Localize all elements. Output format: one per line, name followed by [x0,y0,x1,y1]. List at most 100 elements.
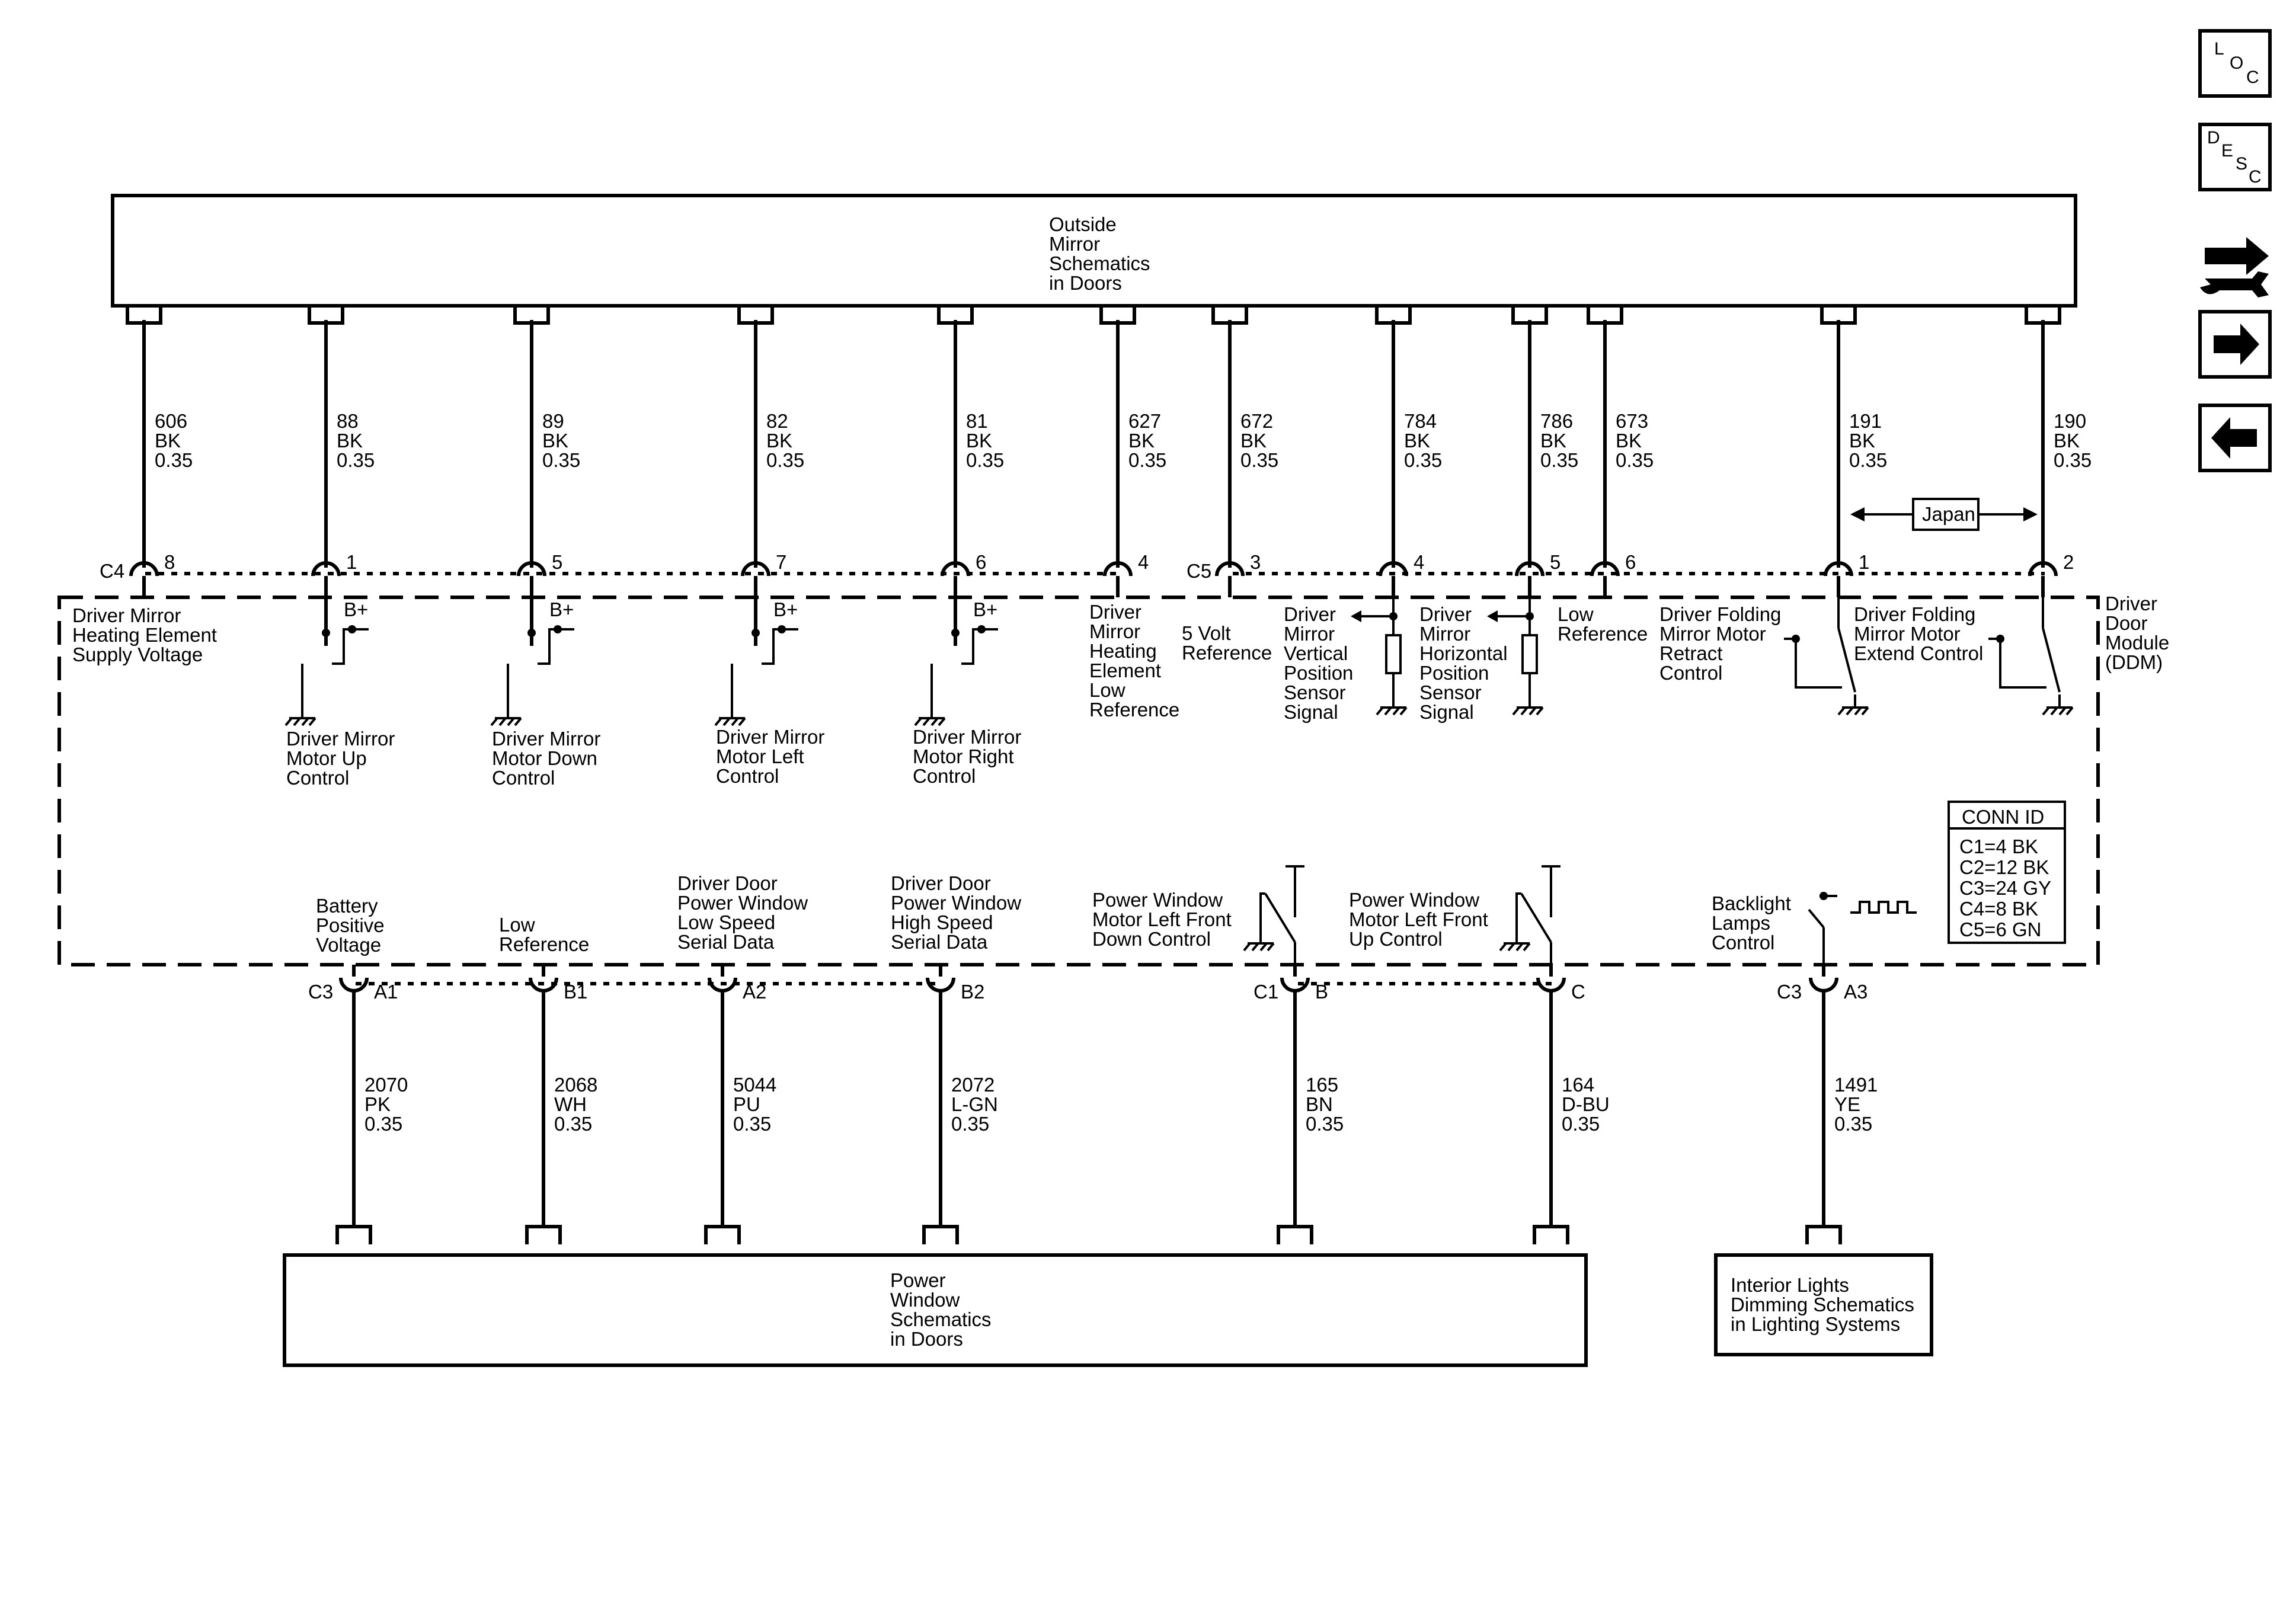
function-label: Control [1659,662,1722,684]
wire-terminal [937,305,974,325]
sensor-arrow-head [1351,610,1361,622]
ground-symbol [1837,694,1869,716]
previous-page-button[interactable] [2198,404,2272,472]
function-label: Motor Left Front [1349,908,1488,930]
wire-gauge: 0.35 [1834,1113,1872,1135]
driver-transistor [762,628,775,665]
connector-c3b-label: C3 [1777,981,1802,1003]
b-plus-label: B+ [973,598,997,620]
outside-mirror-block[interactable] [111,194,2077,308]
interior-lights-label-3: in Lighting Systems [1731,1313,1900,1335]
wire-gauge: 0.35 [766,449,804,471]
ddm-name-3: Module [2105,632,2169,654]
function-label: Up Control [1349,928,1443,950]
connector-pin-number: 6 [976,551,986,573]
wire-color-code: BK [1240,430,1267,452]
wire-circuit-number: 672 [1240,410,1273,432]
connector-pin [1590,561,1620,577]
function-label: Driver Mirror [492,728,600,750]
wire-gauge: 0.35 [364,1113,402,1135]
wire-terminal [1375,305,1412,325]
wire-circuit-number: 191 [1849,410,1882,432]
connector-pin-number: B2 [961,981,984,1003]
junction-dot [1819,892,1828,900]
wire-gauge: 0.35 [1240,449,1278,471]
connector-pin-number: A3 [1844,981,1868,1003]
connector-pin-number: 6 [1625,551,1636,573]
wire-gauge: 0.35 [155,449,193,471]
connector-pin-number: C [1571,981,1585,1003]
junction-dot [752,629,760,637]
ground-symbol [714,705,746,726]
function-label: Serial Data [891,931,988,953]
outside-mirror-label-4: in Doors [1049,272,1122,294]
wire-terminal [1099,305,1136,325]
b-plus-label: B+ [549,598,574,620]
wire-color-code: BK [155,430,181,452]
function-label: Down Control [1092,928,1211,950]
wire-gauge: 0.35 [1849,449,1887,471]
pwm-switch [1808,908,1825,929]
function-label: High Speed [891,911,993,933]
wire-circuit-number: 165 [1306,1074,1338,1096]
power-window-label-4: in Doors [890,1328,963,1350]
wire-color-code: BK [2054,430,2080,452]
function-label: Motor Right [913,745,1014,767]
wire-gauge: 0.35 [337,449,375,471]
connector-pin-number: 1 [346,551,357,573]
function-label: Driver [1089,601,1141,623]
function-label: Driver [1419,603,1472,625]
connector-c4-label: C4 [100,560,124,582]
wire-color-code: PU [733,1093,760,1115]
function-label: Driver Mirror [286,728,395,750]
connector-pin-number: 8 [164,551,175,573]
wire-terminal [525,1225,562,1244]
function-label: Lamps [1712,912,1770,934]
wire-color-code: BK [1540,430,1566,452]
connector-pin [129,561,159,577]
loc-button[interactable]: L O C [2198,29,2272,98]
wire-terminal [1211,305,1248,325]
function-label: Backlight [1712,892,1791,914]
interior-lights-block[interactable] [1714,1253,1933,1356]
desc-button[interactable]: D E S C [2198,123,2272,191]
function-label: Power Window [891,892,1021,914]
function-label: Driver Mirror [716,726,824,748]
wire-terminal [1511,305,1548,325]
wrench-tools-button[interactable] [2200,237,2269,297]
wire-gauge: 0.35 [1404,449,1442,471]
connector-pin [517,561,546,577]
function-label: Motor Left [716,745,804,767]
function-label: Control [913,765,976,787]
function-label: Motor Down [492,747,597,769]
ddm-name-4: (DDM) [2105,651,2163,673]
function-label: Low [499,914,535,936]
junction-dot [322,629,330,637]
function-label: Positive [316,914,385,936]
sensor-arrow-head [1487,610,1498,622]
wire-gauge: 0.35 [542,449,580,471]
connector-pin-number: 3 [1250,551,1261,573]
svg-text:C: C [2246,68,2259,87]
connector-pin-number: 5 [552,551,562,573]
wire-terminal [737,305,774,325]
wire-gauge: 0.35 [1562,1113,1600,1135]
next-page-button[interactable] [2198,310,2272,379]
wire-color-code: L-GN [951,1093,998,1115]
wire-circuit-number: 2068 [554,1074,597,1096]
conn-id-table [1948,801,2066,944]
connector-c3-label: C3 [308,981,333,1003]
power-window-block[interactable] [283,1253,1588,1367]
connector-pin [1379,561,1408,577]
connector-pin-number: 7 [776,551,786,573]
connector-pin-number: 4 [1138,551,1149,573]
function-label: Reference [499,933,589,955]
ground-symbol [1499,930,1531,952]
junction-dot [527,629,536,637]
wire-color-code: BK [542,430,568,452]
function-label: Power Window [1092,889,1223,911]
connector-pin-number: A2 [743,981,766,1003]
svg-text:E: E [2221,141,2233,161]
function-label: Low [1558,603,1594,625]
